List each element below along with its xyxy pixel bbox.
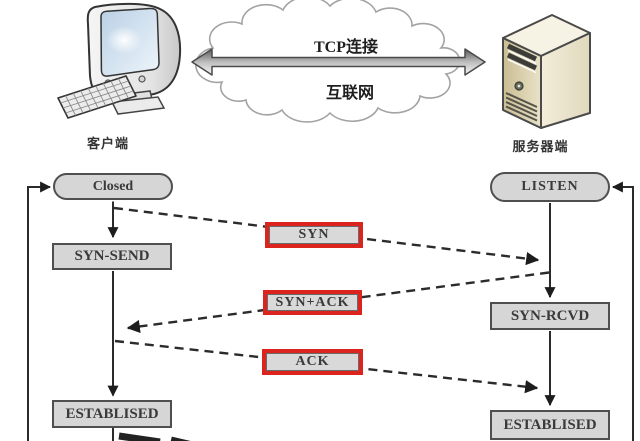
desktop-computer-icon	[57, 2, 182, 119]
state-node-closed: Closed	[53, 173, 173, 200]
state-node-establised-server: ESTABLISED	[490, 410, 610, 440]
server-drive-slots	[506, 43, 538, 74]
message-box-syn: SYN	[265, 222, 363, 248]
server-tower-icon	[502, 14, 591, 129]
bottom-cutoff-dashed-arrow	[118, 432, 191, 441]
state-node-syn-rcvd: SYN-RCVD	[490, 302, 610, 330]
state-node-listen: LISTEN	[490, 172, 610, 202]
message-box-ack: ACK	[262, 349, 363, 375]
double-headed-arrow-icon	[191, 48, 486, 76]
client-loop-arrow	[27, 181, 52, 441]
server-label: 服务器端	[512, 139, 569, 154]
state-node-establised-client: ESTABLISED	[52, 400, 172, 428]
keyboard-icon	[57, 75, 137, 119]
client-label: 客户端	[86, 136, 129, 151]
message-box-syn-ack: SYN+ACK	[263, 290, 362, 315]
state-transition-arrows	[27, 181, 634, 441]
state-node-syn-send: SYN-SEND	[52, 243, 172, 270]
cloud-bottom-label: 互联网	[325, 85, 374, 102]
server-loop-arrow	[611, 181, 634, 441]
cloud-top-label: TCP连接	[313, 39, 378, 56]
server-vents	[505, 92, 538, 122]
